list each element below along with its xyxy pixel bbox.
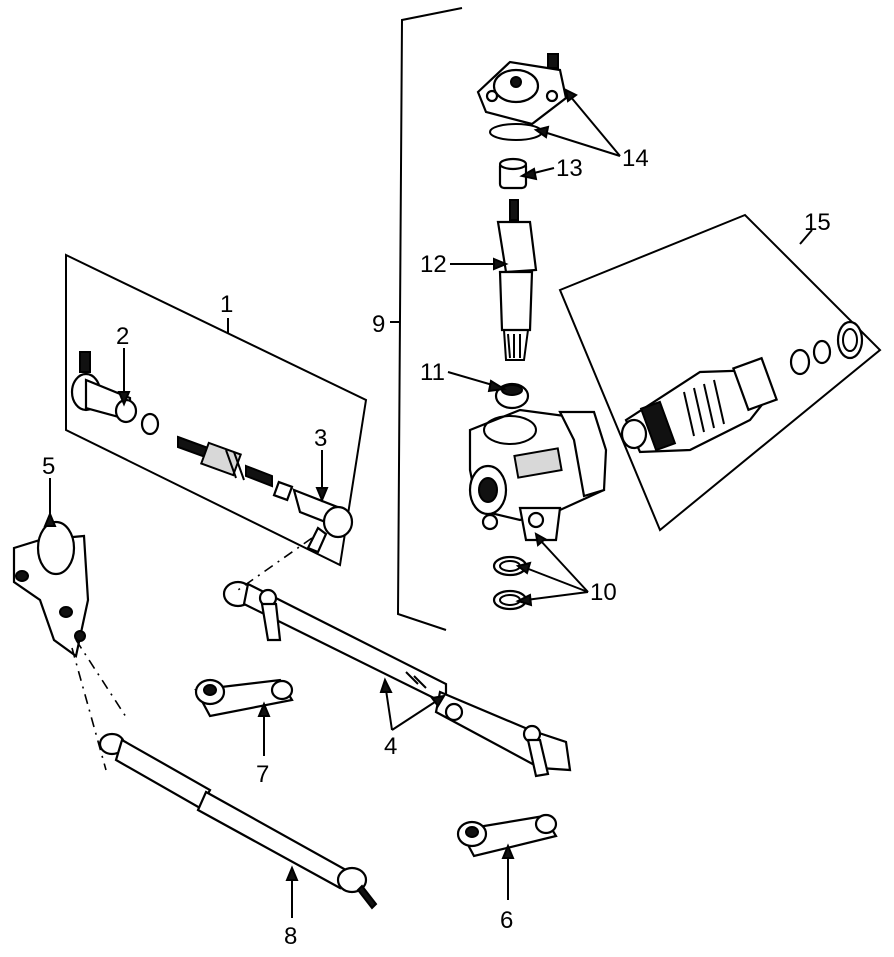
callout-14: 14	[622, 145, 649, 172]
steering-gear-group-bracket	[396, 7, 463, 631]
callout-5: 5	[42, 453, 55, 480]
valve-group-box	[558, 213, 882, 532]
callout-13: 13	[556, 155, 583, 182]
callout-15: 15	[804, 209, 831, 236]
adjusting-sleeve	[177, 435, 273, 488]
callout-2: 2	[116, 323, 129, 350]
tie-rod-group-box	[65, 253, 368, 567]
shaft-seal	[494, 382, 530, 410]
callout-12: 12	[420, 251, 447, 278]
sector-shaft	[496, 199, 538, 361]
callout-1: 1	[220, 291, 233, 318]
callout-3: 3	[314, 425, 327, 452]
steering-gear-housing	[468, 408, 608, 542]
valve-assembly	[620, 320, 864, 454]
idler-arm	[194, 678, 294, 718]
pitman-arm	[456, 813, 558, 858]
callout-7: 7	[256, 761, 269, 788]
gear-seals	[492, 555, 528, 611]
callout-8: 8	[284, 923, 297, 950]
outer-tie-rod-end	[70, 351, 160, 436]
callout-6: 6	[500, 907, 513, 934]
bearing	[498, 157, 528, 190]
steering-damper	[98, 732, 378, 910]
callout-11: 11	[420, 359, 445, 386]
callout-10: 10	[590, 579, 617, 606]
callout-9: 9	[372, 311, 385, 338]
connection-lines	[71, 537, 313, 771]
idler-arm-bracket	[12, 520, 90, 658]
inner-tie-rod-end	[272, 480, 354, 554]
callout-4: 4	[384, 733, 397, 760]
center-link	[222, 580, 572, 778]
leader-lines	[43, 88, 813, 918]
callout-labels: 1 2 3 4 5 6 7 8 9 10 11 12 13 14 15	[42, 145, 831, 950]
gear-top-cover	[476, 53, 568, 141]
